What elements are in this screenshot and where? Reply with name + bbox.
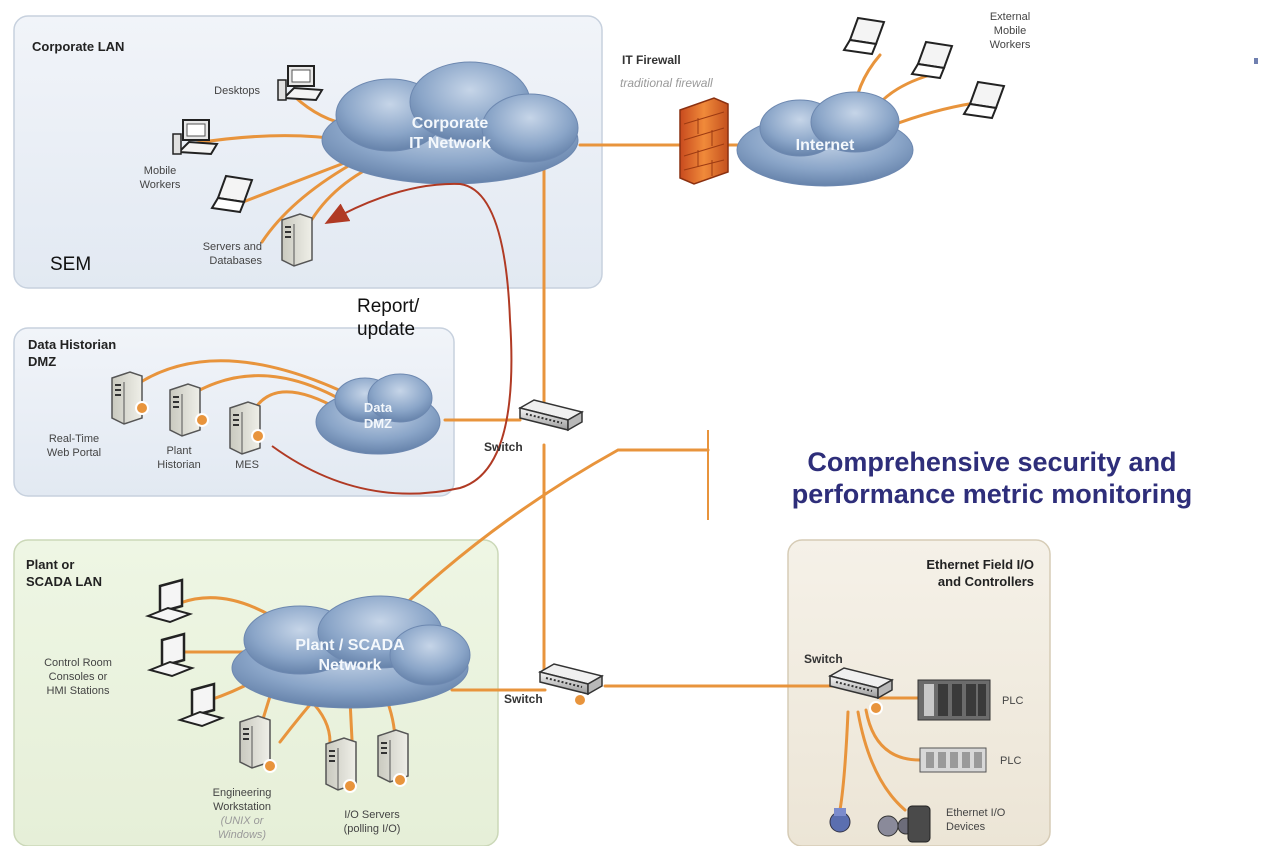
internet-cloud [736, 91, 914, 187]
engineering-workstation-icon [239, 715, 271, 769]
servers-databases-label: Servers and Databases [202, 241, 262, 267]
real-time-portal-label: Real-Time Web Portal [46, 433, 102, 459]
ethernet-io-label: Ethernet I/O Devices [946, 807, 1006, 833]
sem-annotation: SEM [50, 254, 92, 275]
web-portal-server-icon [111, 371, 143, 425]
desktops-label: Desktops [214, 85, 260, 97]
external-laptop-icon [911, 41, 953, 79]
switch-icon [539, 663, 603, 695]
external-laptop-icon [963, 81, 1005, 119]
engineering-workstation-label: Engineering Workstation [212, 787, 272, 813]
switch-plant-label: Switch [504, 692, 543, 706]
it-firewall-icon [679, 97, 729, 185]
external-mobile-workers-label: External Mobile Workers [989, 11, 1031, 51]
plant-historian-server-icon [169, 383, 201, 437]
report-update-arrow [271, 182, 513, 495]
data-historian-title: Data Historian DMZ [28, 337, 117, 369]
switch-icon [519, 399, 583, 431]
plant-historian-label: Plant Historian [157, 445, 201, 471]
corporate-lan-title: Corporate LAN [32, 39, 125, 54]
data-dmz-cloud-label: Data DMZ [363, 400, 393, 431]
firewall-title: IT Firewall [622, 53, 681, 67]
internet-cloud-label: Internet [795, 137, 855, 154]
external-laptop-icon [843, 17, 885, 55]
switch-dmz-label: Switch [484, 440, 523, 454]
network-links [134, 53, 977, 812]
report-update-annotation: Report/ update [357, 296, 420, 340]
plant-scada-title: Plant or SCADA LAN [26, 557, 103, 589]
engineering-workstation-os-label: (UNIX or Windows) [217, 815, 267, 841]
io-servers-label: I/O Servers (polling I/O) [343, 809, 401, 835]
control-room-label: Control Room Consoles or HMI Stations [44, 657, 112, 697]
firewall-subtitle: traditional firewall [620, 76, 713, 90]
corporate-cloud-label: Corporate IT Network [409, 115, 491, 152]
plant-cloud-label: Plant / SCADA Network [295, 637, 405, 674]
plc-icon [917, 679, 991, 721]
mobile-workers-label: Mobile Workers [139, 165, 181, 191]
data-dmz-cloud [315, 373, 441, 455]
plant-cloud [231, 595, 471, 709]
plc-2-label: PLC [1000, 755, 1022, 767]
plc-1-label: PLC [1002, 695, 1024, 707]
slide-edge-mark [1254, 58, 1258, 64]
field-io-title: Ethernet Field I/O and Controllers [926, 557, 1034, 589]
plc-icon [919, 747, 987, 773]
ethernet-io-device-icon [829, 805, 931, 843]
corporate-cloud [321, 61, 579, 185]
mes-server-icon [229, 401, 261, 455]
switch-field-label: Switch [804, 652, 843, 666]
mes-label: MES [235, 459, 259, 471]
monitoring-headline: Comprehensive security and performance m… [791, 447, 1193, 509]
server-icon [281, 213, 313, 267]
